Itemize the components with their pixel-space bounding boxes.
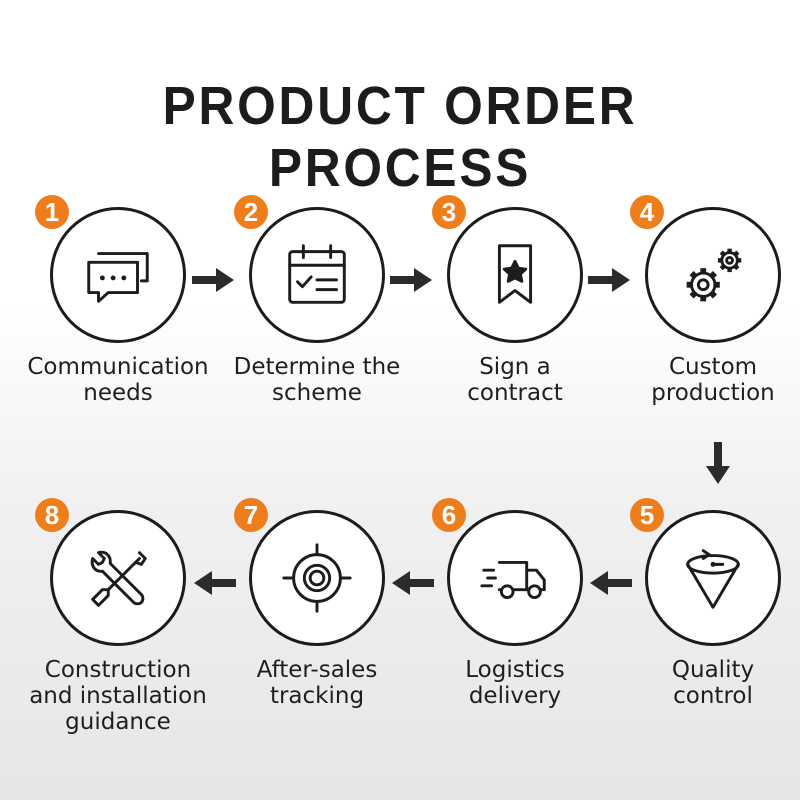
arrow-down-icon [706, 442, 730, 484]
step-number-badge: 3 [432, 195, 466, 229]
arrow-right-icon [192, 268, 234, 292]
chat-bubbles-icon [87, 252, 149, 303]
step-circle [249, 207, 385, 343]
step-number-badge: 4 [630, 195, 664, 229]
step-circle [447, 510, 583, 646]
step-4: 4 [618, 195, 800, 467]
step-circle [447, 207, 583, 343]
step-circle [249, 510, 385, 646]
wrench-screwdriver-icon [90, 550, 147, 607]
step-number-badge: 7 [234, 498, 268, 532]
funnel-filter-icon [686, 549, 740, 609]
page-title: PRODUCT ORDER PROCESS [162, 76, 638, 198]
gears-icon [686, 248, 742, 302]
arrow-left-icon [194, 571, 236, 595]
arrow-left-icon [590, 571, 632, 595]
delivery-truck-icon [480, 560, 546, 599]
step-number-badge: 2 [234, 195, 268, 229]
arrow-right-icon [588, 268, 630, 292]
step-circle [50, 207, 186, 343]
step-number-badge: 5 [630, 498, 664, 532]
target-icon [282, 543, 352, 613]
calendar-checklist-icon [288, 244, 346, 304]
arrow-right-icon [390, 268, 432, 292]
step-number-badge: 6 [432, 498, 466, 532]
step-circle [645, 207, 781, 343]
step-number-badge: 1 [35, 195, 69, 229]
step-circle [645, 510, 781, 646]
star-bookmark-icon [497, 244, 533, 304]
step-circle [50, 510, 186, 646]
step-number-badge: 8 [35, 498, 69, 532]
arrow-left-icon [392, 571, 434, 595]
